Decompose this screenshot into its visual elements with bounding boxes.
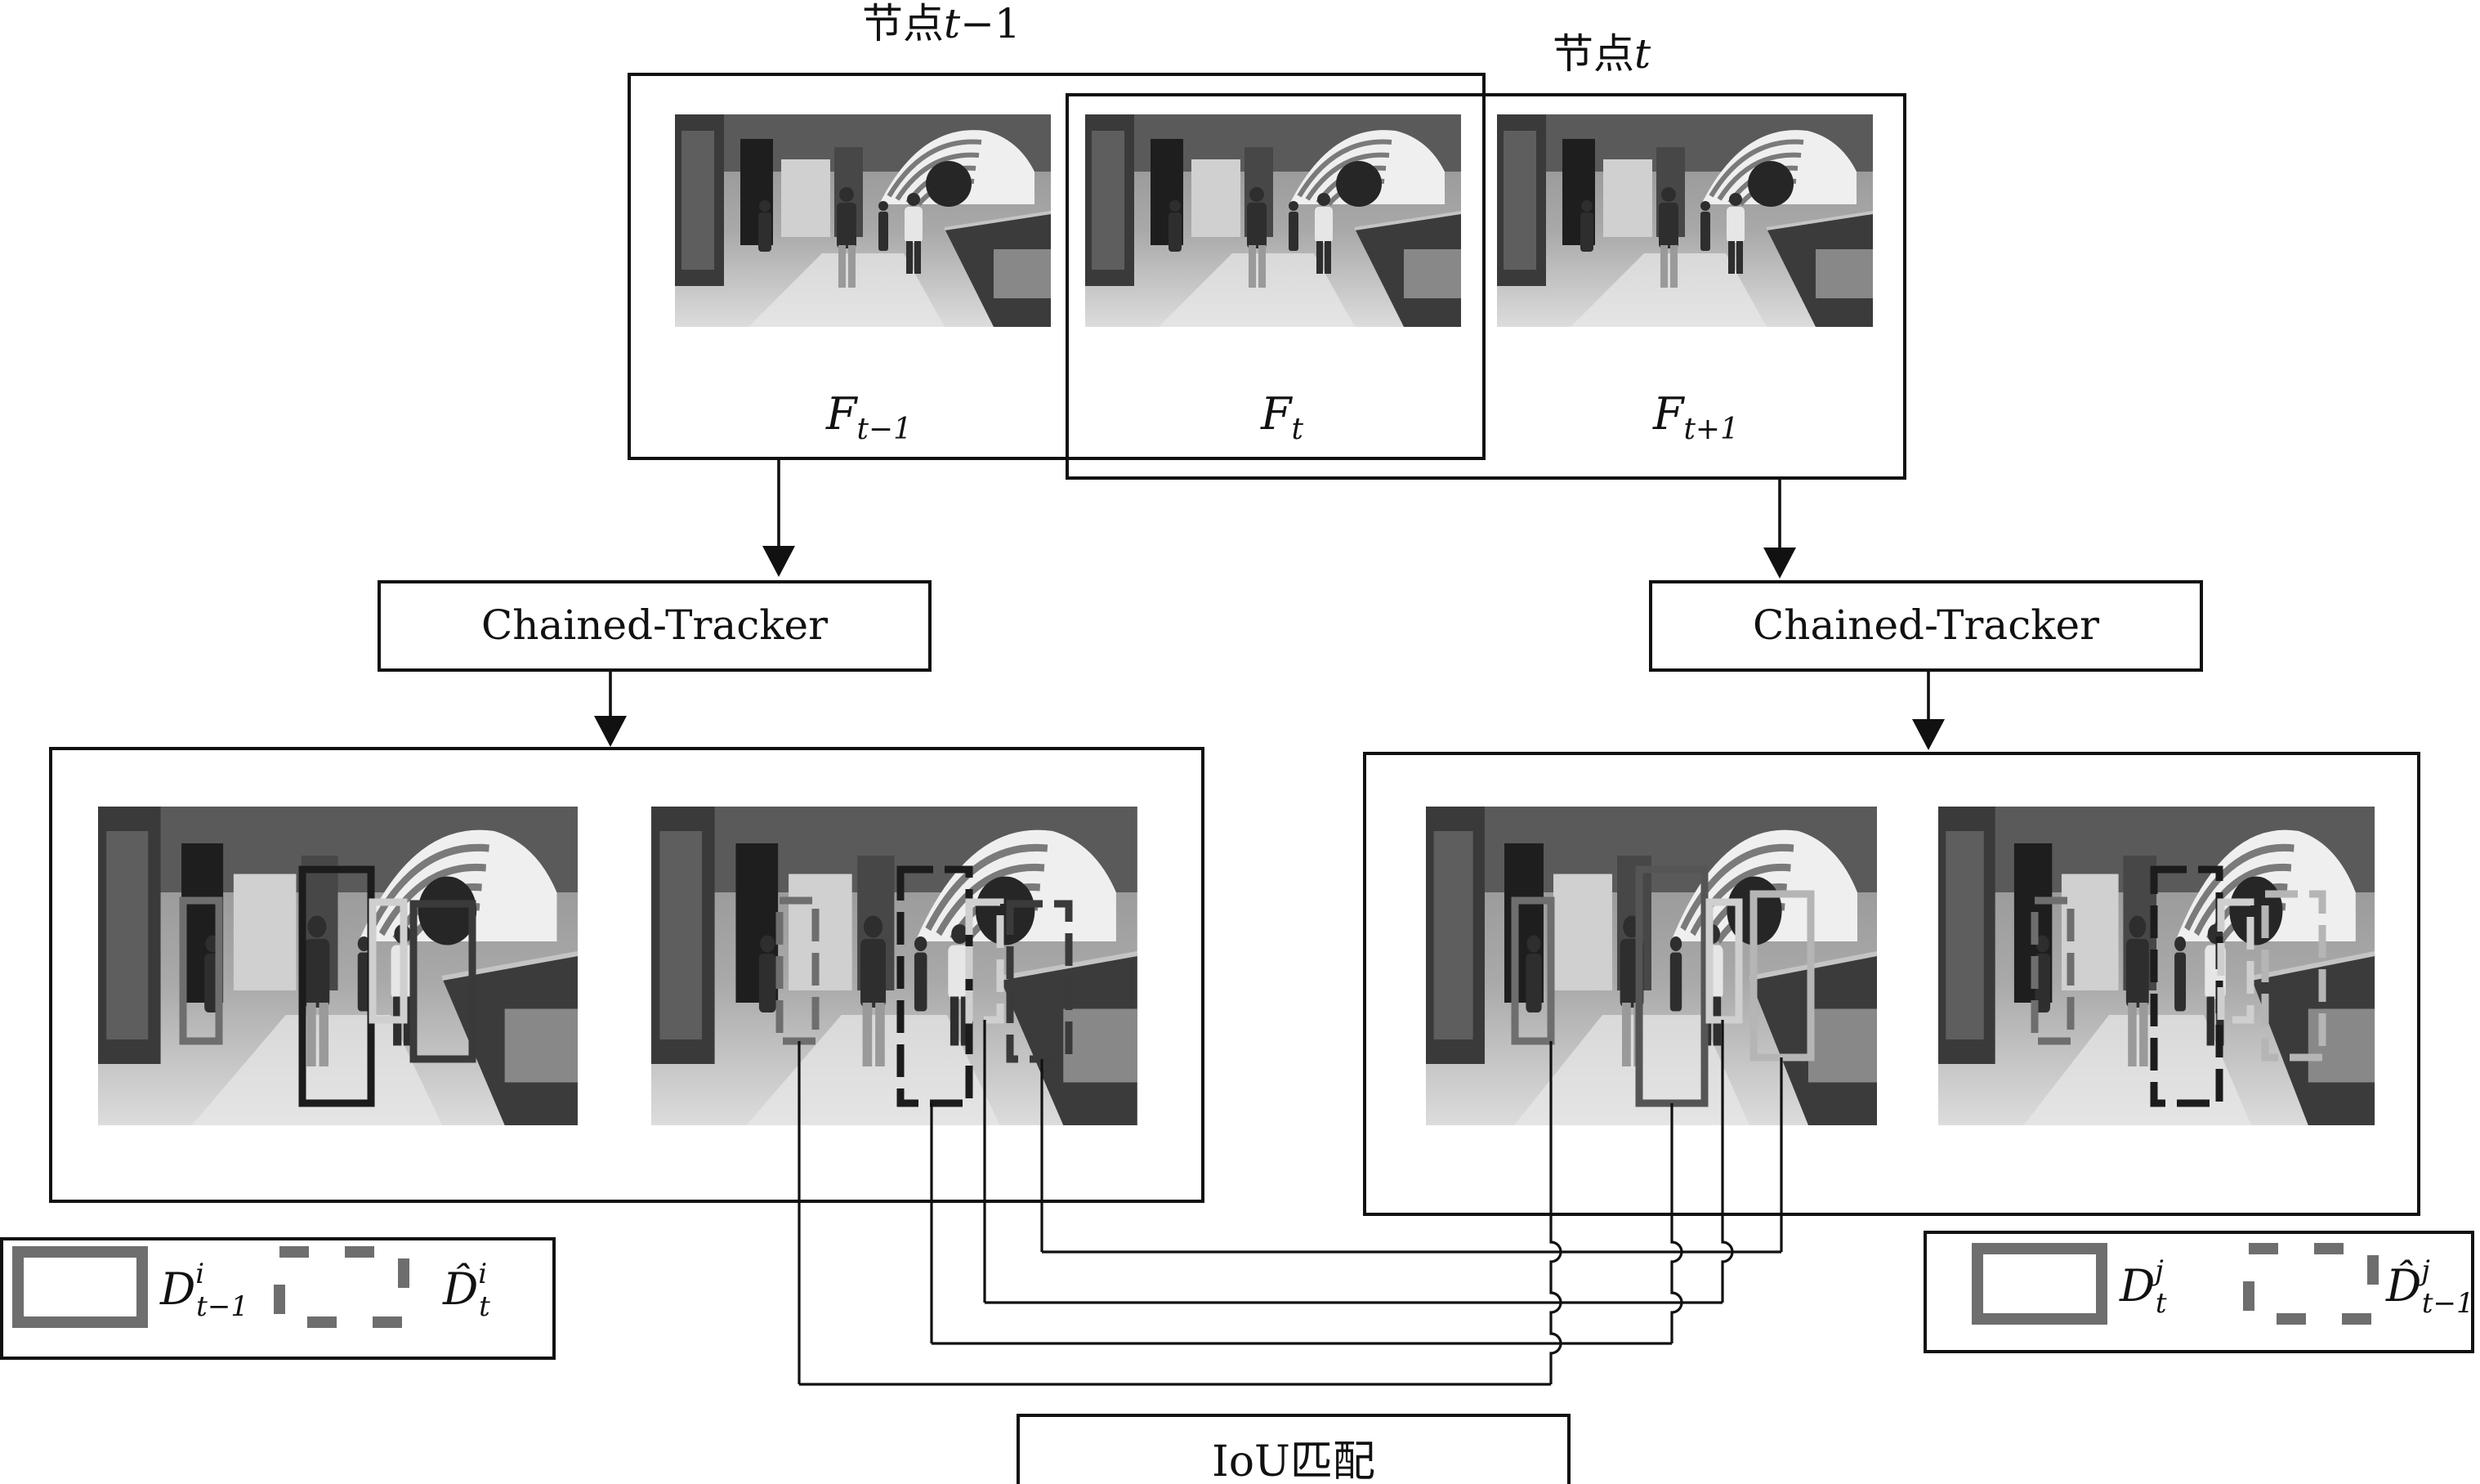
node-t-box	[1066, 93, 1906, 480]
legend-left	[0, 1237, 556, 1360]
frame-next-image	[1497, 114, 1873, 327]
arrowhead-tracker-left	[762, 546, 795, 577]
tracker-left-label: Chained-Tracker	[481, 601, 828, 649]
iou-matching-label: IoU匹配	[1212, 1437, 1375, 1484]
result-left-image-1	[98, 807, 578, 1125]
legend-left-dashed-swatch	[274, 1246, 409, 1328]
node-label-curr: 节点t	[1553, 30, 1651, 78]
frame-curr-image	[1085, 114, 1461, 327]
node-t-minus-1-box	[628, 73, 1486, 460]
frame-curr-label: Ft	[1260, 388, 1303, 446]
result-right-image-2	[1938, 807, 2375, 1125]
legend-right-solid-swatch	[1972, 1243, 2107, 1325]
tracker-right-box	[1649, 580, 2203, 672]
result-right-image-1	[1426, 807, 1877, 1125]
arrowhead-result-left	[594, 716, 627, 747]
tracker-right-label: Chained-Tracker	[1753, 601, 2099, 649]
frame-prev-label: Ft−1	[825, 388, 912, 446]
legend-right-dashed-swatch	[2243, 1243, 2379, 1325]
result-left-image-2	[651, 807, 1137, 1125]
frame-prev-image	[675, 114, 1051, 327]
arrowhead-result-right	[1912, 719, 1945, 750]
tracker-left-box	[378, 580, 932, 672]
frame-next-label: Ft+1	[1652, 388, 1739, 446]
node-label-prev: 节点t−1	[862, 0, 1021, 47]
iou-matching-box	[1017, 1414, 1571, 1484]
legend-left-solid-swatch	[12, 1246, 148, 1328]
arrowhead-tracker-right	[1763, 548, 1796, 579]
iou-connector-lines	[798, 1020, 1783, 1386]
